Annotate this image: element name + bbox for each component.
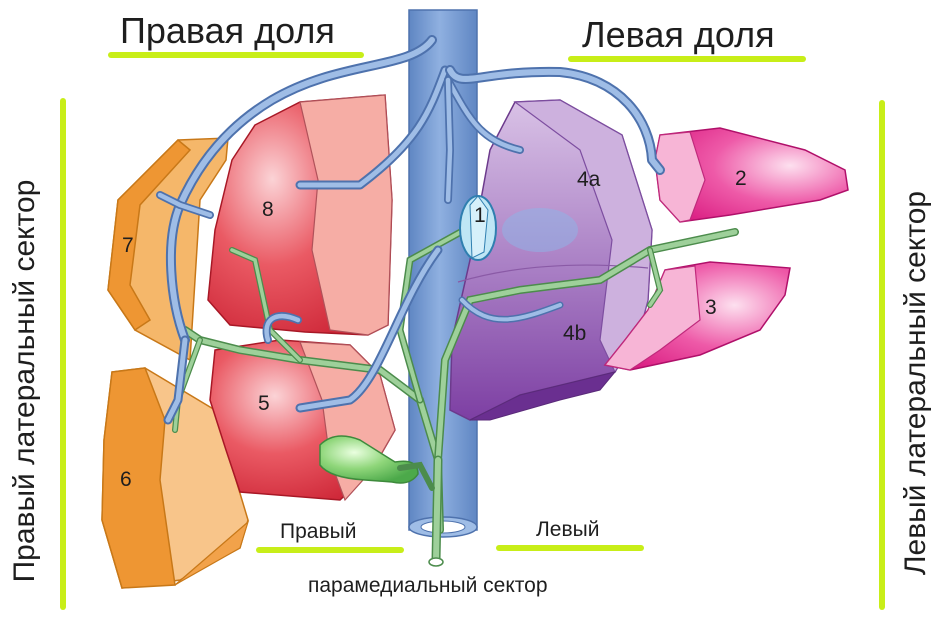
left-paramedial-label: Левый <box>536 518 600 541</box>
right-lobe-underline <box>108 52 364 58</box>
segment-numbers: 7 8 1 4a 2 3 4b 5 6 <box>120 167 747 491</box>
right-paramedial-label: Правый <box>280 520 357 543</box>
paramedial-sector-label: парамедиальный сектор <box>308 574 548 597</box>
segment-4b-label: 4b <box>563 322 586 345</box>
segment-5-label: 5 <box>258 392 270 415</box>
right-paramedial-underline <box>256 547 404 553</box>
segment-6-label: 6 <box>120 468 132 491</box>
segment-8 <box>207 94 393 336</box>
segment-2 <box>654 127 849 223</box>
right-lateral-bar <box>60 98 66 610</box>
right-lobe-title: Правая доля <box>120 10 335 51</box>
segment-2-label: 2 <box>735 167 747 190</box>
left-lobe-underline <box>568 56 806 62</box>
left-lateral-sector-label: Левый латеральный сектор <box>899 190 932 576</box>
left-lobe-title: Левая доля <box>582 14 775 55</box>
segment-7-label: 7 <box>122 234 134 257</box>
hepatic-veins <box>156 35 665 425</box>
segment-8-label: 8 <box>262 198 274 221</box>
left-paramedial-underline <box>496 545 644 551</box>
segment-4a-label: 4a <box>577 168 601 191</box>
segment-3 <box>603 261 791 371</box>
segment-6 <box>101 367 250 589</box>
segment-1-label: 1 <box>474 204 486 227</box>
left-lateral-bar <box>879 100 885 610</box>
segment-3-label: 3 <box>705 296 717 319</box>
gallbladder <box>319 435 435 491</box>
segment-1 <box>459 195 497 261</box>
right-lateral-sector-label: Правый латеральный сектор <box>8 179 41 583</box>
portal-pedicles <box>172 224 739 567</box>
